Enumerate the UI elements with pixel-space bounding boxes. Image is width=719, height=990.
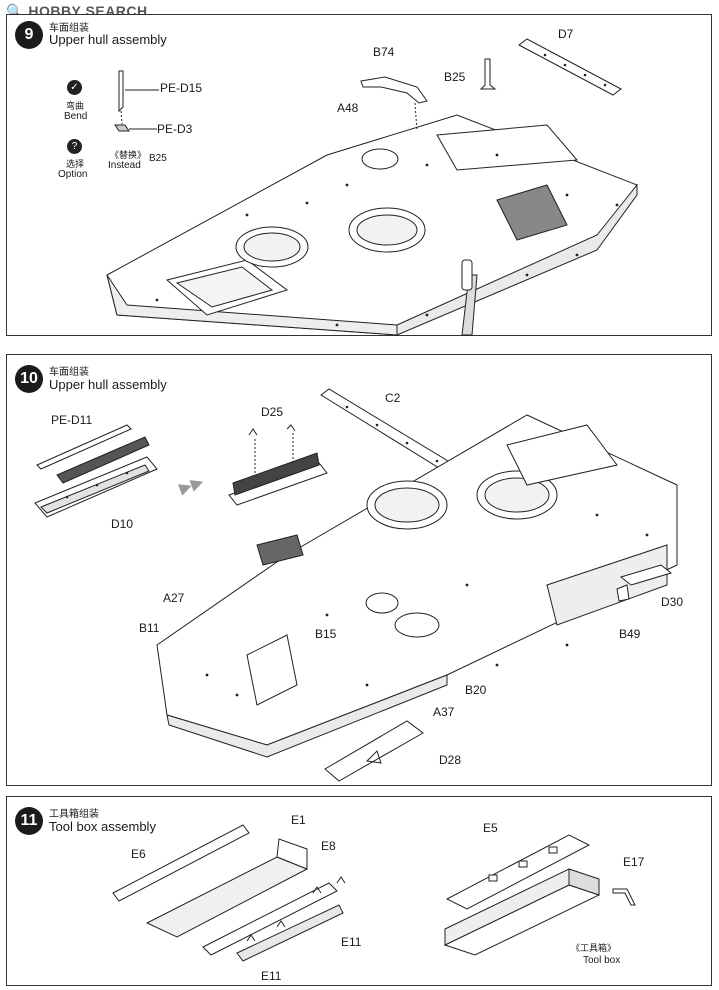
step-number-badge: 10 [15,365,43,393]
step-title-cn: 车面组装 [49,367,89,378]
step-title-cn: 车面组装 [49,23,89,34]
instead-part-label: B25 [149,153,167,164]
part-d25-drawing [228,424,328,506]
part-label-b20: B20 [465,683,487,697]
part-d30-drawing [616,564,673,602]
option-label-cn: 选择 [66,160,85,170]
part-label-d25: D25 [261,405,284,419]
step-9-panel: 9 车面组装 Upper hull assembly ✓ 弯曲 Bend ? 选… [6,14,712,336]
part-label-a48: A48 [337,101,359,115]
part-d7-drawing [518,38,622,96]
toolbox-caption-cn: 《工具箱》 [571,944,617,954]
step-title-en: Upper hull assembly [49,32,167,47]
part-label-b74: B74 [373,45,395,59]
part-label-e11-b: E11 [261,969,282,983]
part-label-d7: D7 [558,27,574,41]
step-title-cn: 工具箱组装 [49,809,99,820]
part-label-a27: A27 [163,591,185,605]
part-label-e5: E5 [483,821,498,835]
bend-label-cn: 弯曲 [66,102,85,112]
step-number-badge: 9 [15,21,43,49]
step-title-en: Upper hull assembly [49,377,167,392]
part-label-e1: E1 [291,813,306,827]
leader-lines-pe [125,89,159,130]
part-label-b25: B25 [444,70,466,84]
toolbox-caption-en: Tool box [583,955,621,966]
option-icon: ? [67,139,82,154]
instead-label-en: Instead [108,160,141,171]
part-label-pe-d15: PE-D15 [160,81,203,95]
step-title-en: Tool box assembly [49,819,156,834]
part-d28-drawing [324,720,424,782]
part-label-e17: E17 [623,855,645,869]
part-label-d10: D10 [111,517,134,531]
part-label-d30: D30 [661,595,684,609]
part-b25-drawing [479,58,497,90]
step-11-panel: 11 工具箱组装 Tool box assembly E1 E6 E8 E11 … [6,796,712,986]
part-label-e8: E8 [321,839,336,853]
part-label-pe-d11: PE-D11 [51,413,93,427]
part-label-d28: D28 [439,753,462,767]
bend-label-en: Bend [64,111,88,122]
step-10-panel: 10 车面组装 Upper hull assembly PE-D11 D10 ▶… [6,354,712,786]
part-label-b49: B49 [619,627,641,641]
part-label-e6: E6 [131,847,146,861]
part-label-c2: C2 [385,391,401,405]
part-label-b15: B15 [315,627,337,641]
part-b74-drawing [360,76,428,132]
part-label-e11-a: E11 [341,935,362,949]
bend-icon: ✓ [67,80,82,95]
part-label-a37: A37 [433,705,455,719]
upper-hull-drawing [156,414,678,758]
toolbox-assembly-drawing [443,834,601,956]
part-e17-drawing [612,888,636,906]
pe-parts-drawing [114,70,130,132]
part-d10-drawing [34,424,158,518]
instead-label-cn: 《替换》 [110,151,147,161]
part-label-b11: B11 [139,621,160,635]
option-label-en: Option [58,169,88,180]
step-number-badge: 11 [15,807,43,835]
toolbox-parts-drawing [112,824,346,962]
upper-hull-drawing [106,114,638,336]
part-label-pe-d3: PE-D3 [157,122,193,136]
